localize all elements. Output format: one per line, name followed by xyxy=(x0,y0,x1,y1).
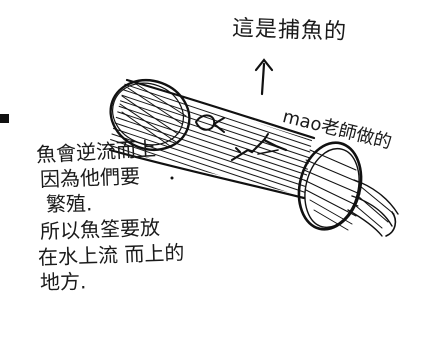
trap-caption: 這是捕魚的 xyxy=(231,16,348,45)
note-line: 繁殖. xyxy=(45,191,93,217)
fish-inside-trap xyxy=(194,114,225,133)
trap-funnel xyxy=(230,133,288,162)
trap-mouth-left xyxy=(109,79,191,151)
ink-dot xyxy=(170,176,174,180)
note-line: 地方. xyxy=(39,269,87,295)
explanation-note: 魚會逆流而上 因為他們要 繁殖. 所以魚筌要放 在水上流 而上的 地方. xyxy=(35,137,185,295)
up-arrow xyxy=(254,58,274,96)
note-line: 因為他們要 xyxy=(39,164,141,192)
trap-body-outline xyxy=(108,78,316,200)
trap-end-right xyxy=(297,141,399,237)
edge-mark xyxy=(0,114,9,123)
note-line: 在水上流 而上的 xyxy=(37,240,185,270)
